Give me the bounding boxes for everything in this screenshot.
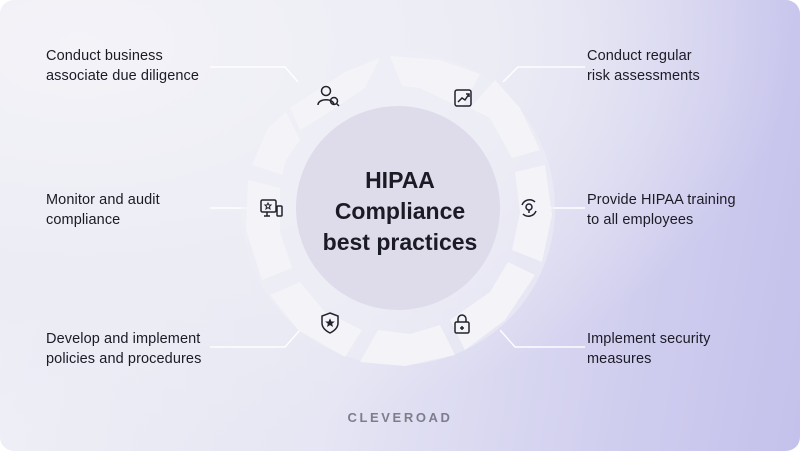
practice-label-monitor-audit: Monitor and audit compliance	[46, 192, 160, 228]
connector-line	[502, 66, 585, 83]
center-disc	[296, 106, 500, 310]
ring-segment	[290, 58, 380, 130]
ring-segment	[470, 80, 540, 158]
training-bulb-icon	[521, 199, 537, 217]
ring-segment	[360, 325, 455, 366]
ring-segment	[390, 56, 480, 108]
practice-label-training: Provide HIPAA training to all employees	[587, 192, 736, 228]
connector-line	[210, 66, 299, 83]
lock-icon	[454, 314, 470, 334]
shield-star-icon	[321, 312, 339, 334]
practice-label-policies: Develop and implement policies and proce…	[46, 331, 202, 367]
brand-logo: CLEVEROAD	[347, 410, 453, 425]
practice-label-risk-assessments: Conduct regular risk assessments	[587, 48, 700, 84]
user-search-icon	[317, 85, 340, 107]
connector-line	[499, 329, 585, 348]
connector-lines	[210, 66, 585, 348]
ring-segment	[512, 165, 552, 262]
practice-label-business-associate: Conduct business associate due diligence	[46, 48, 200, 84]
practice-label-security: Implement security measures	[587, 331, 711, 367]
center-title: HIPAA Compliance best practices	[322, 167, 478, 255]
chart-trend-icon	[454, 89, 472, 107]
ring-segment	[252, 112, 300, 175]
ring-segment	[450, 262, 535, 350]
connector-line	[210, 329, 301, 348]
ring-segment	[246, 180, 292, 280]
monitor-audit-icon	[260, 199, 283, 217]
ring-segment	[270, 282, 362, 357]
